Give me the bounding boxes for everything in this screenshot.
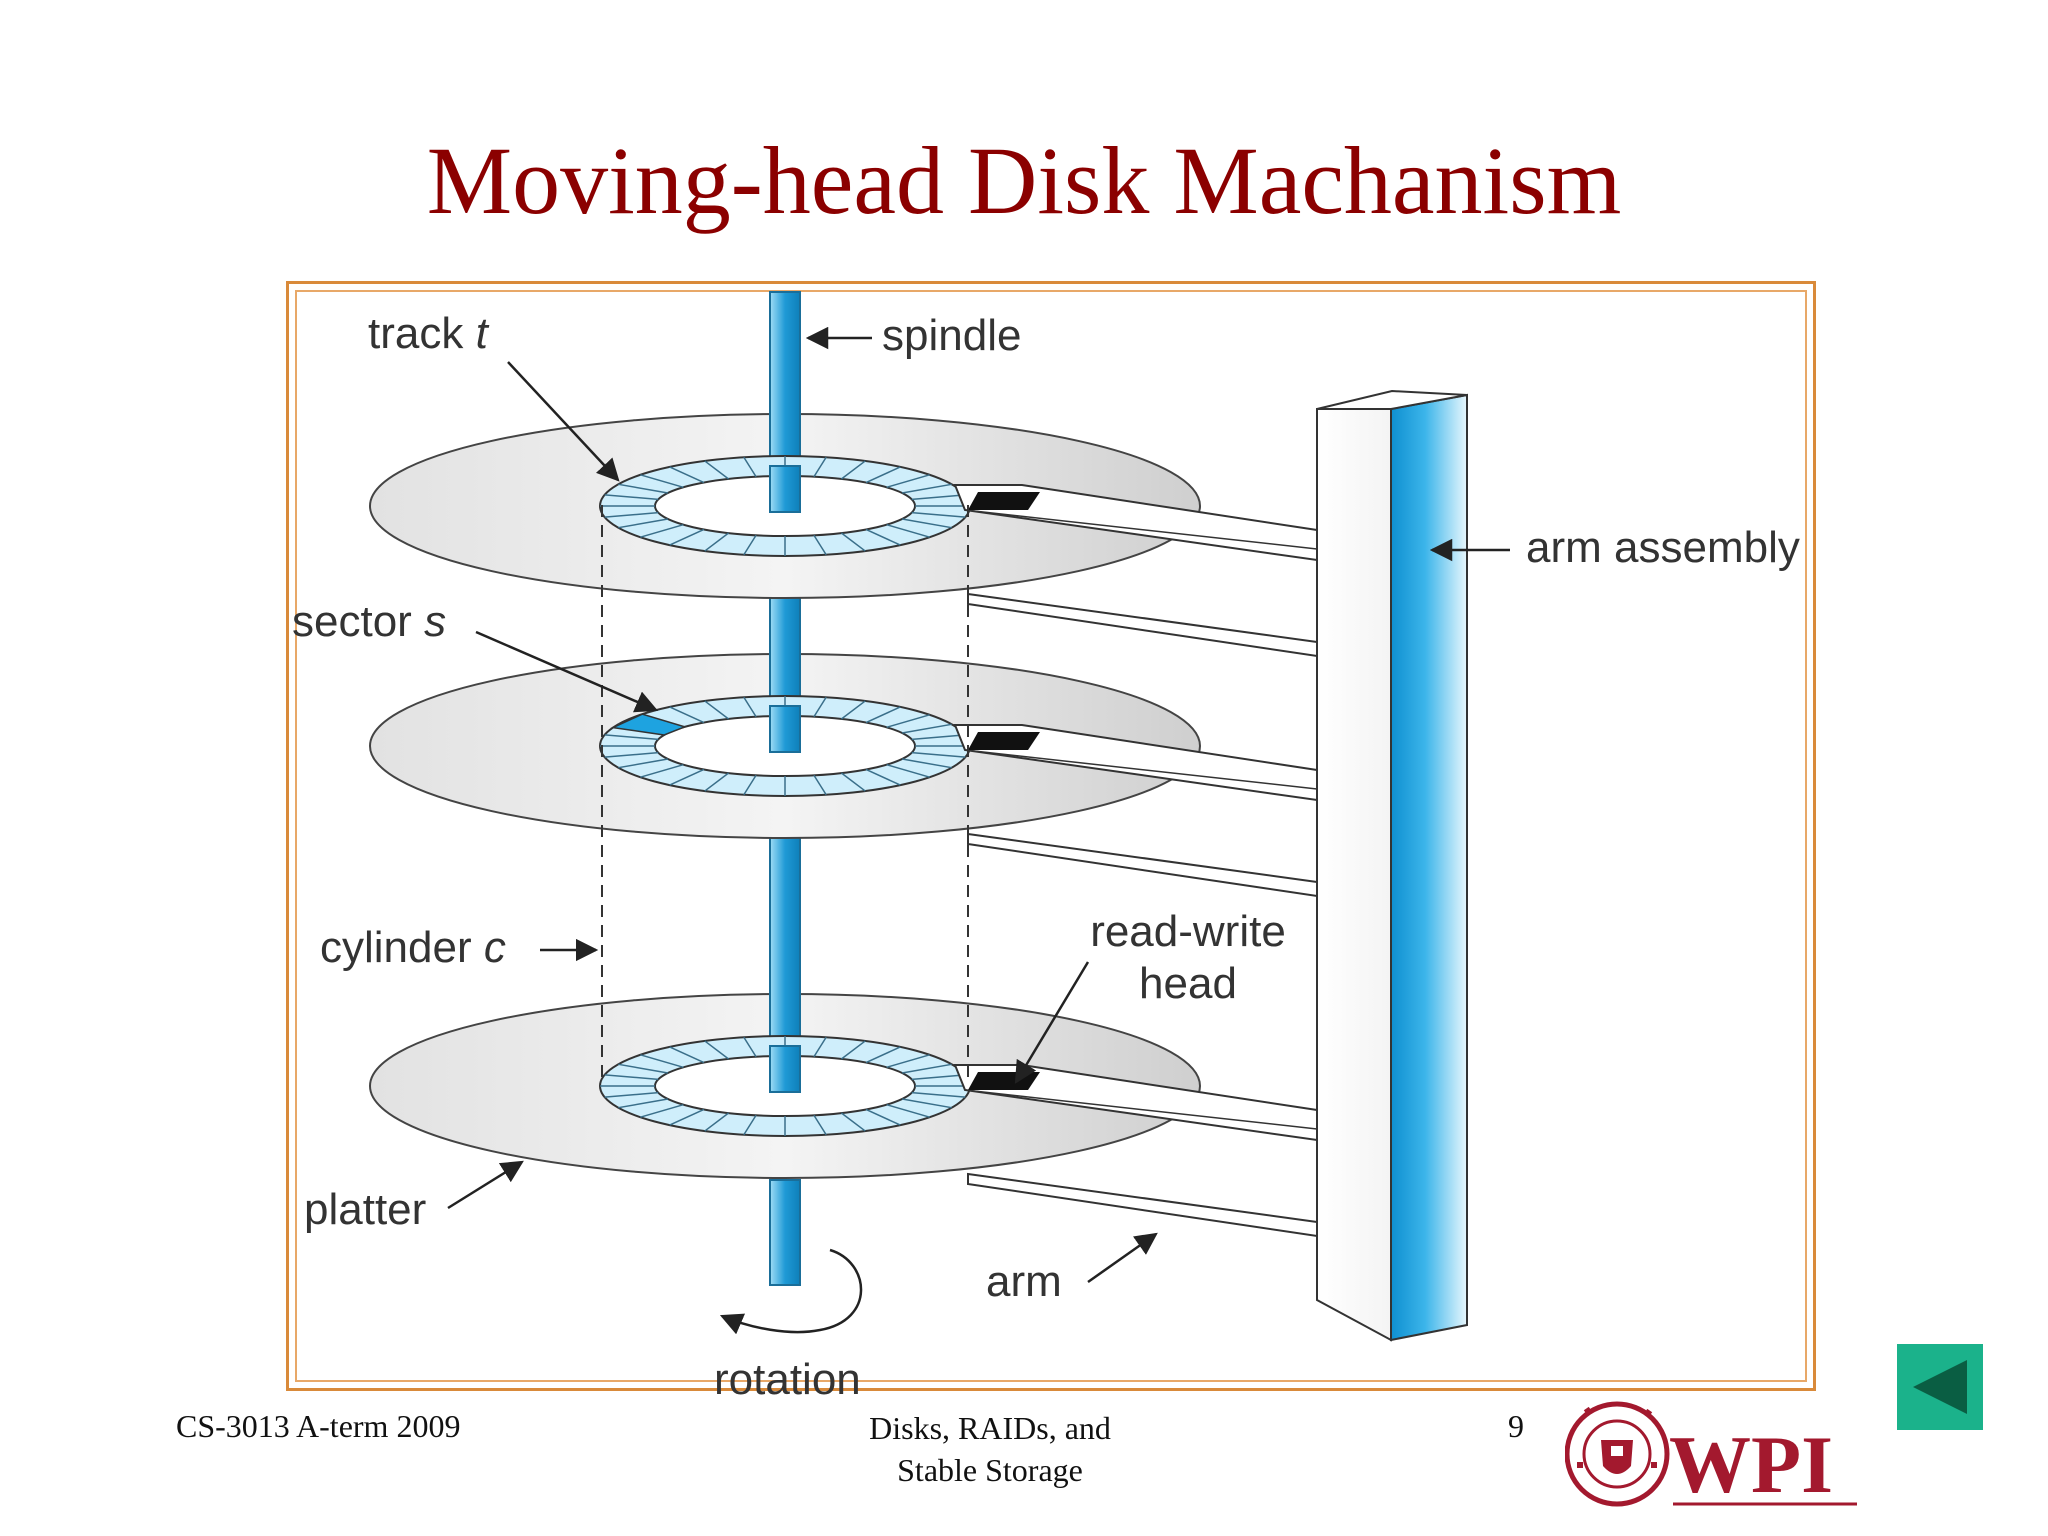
rotation-arrow bbox=[719, 1248, 863, 1335]
read-write-arrow bbox=[1014, 961, 1090, 1084]
platter-top bbox=[369, 291, 1318, 658]
platter-middle bbox=[369, 507, 1318, 898]
track-label: track t bbox=[368, 309, 490, 358]
arm-arrow bbox=[1087, 1232, 1158, 1284]
lower-arm bbox=[967, 592, 1318, 658]
track-arrow bbox=[507, 361, 620, 482]
head-arm bbox=[953, 1064, 1318, 1142]
lower-arm bbox=[967, 1172, 1318, 1238]
sector-arrow bbox=[475, 630, 659, 713]
platter-arrow bbox=[447, 1160, 524, 1210]
triangle-left-icon bbox=[1913, 1360, 1967, 1414]
cylinder-outline bbox=[601, 505, 969, 1085]
footer-topic-line1: Disks, RAIDs, and bbox=[869, 1410, 1111, 1446]
cylinder-label: cylinder c bbox=[320, 923, 506, 972]
wpi-wordmark: WPI bbox=[1669, 1419, 1833, 1510]
arm-assembly-label: arm assembly bbox=[1526, 523, 1800, 572]
slide-title: Moving-head Disk Machanism bbox=[426, 127, 1622, 234]
platter-label: platter bbox=[304, 1185, 426, 1234]
page-number: 9 bbox=[1508, 1408, 1524, 1444]
back-nav-button[interactable] bbox=[1897, 1344, 1983, 1430]
read-write-label-line2: head bbox=[1139, 959, 1237, 1008]
spindle-label: spindle bbox=[882, 311, 1021, 360]
sector-highlight bbox=[610, 713, 688, 736]
rotation-label: rotation bbox=[714, 1355, 861, 1404]
wpi-logo: WPI bbox=[1565, 1401, 1857, 1510]
lower-arm bbox=[967, 832, 1318, 898]
arm-label: arm bbox=[986, 1257, 1062, 1306]
read-write-head-icon bbox=[968, 732, 1040, 750]
spindle-bottom bbox=[769, 1179, 801, 1286]
diagram-frame-inner-border bbox=[295, 290, 1807, 1382]
arm-assembly bbox=[1316, 389, 1468, 1342]
read-write-head-icon bbox=[968, 1072, 1040, 1090]
footer-course: CS-3013 A-term 2009 bbox=[176, 1408, 461, 1444]
footer-topic-line2: Stable Storage bbox=[897, 1451, 1083, 1488]
footer-topic: Disks, RAIDs, and Stable Storage bbox=[820, 1408, 1160, 1491]
read-write-label-line1: read-write bbox=[1090, 907, 1286, 956]
read-write-head-icon bbox=[968, 492, 1040, 510]
diagram-frame bbox=[286, 281, 1816, 1391]
sector-label: sector s bbox=[292, 597, 446, 646]
